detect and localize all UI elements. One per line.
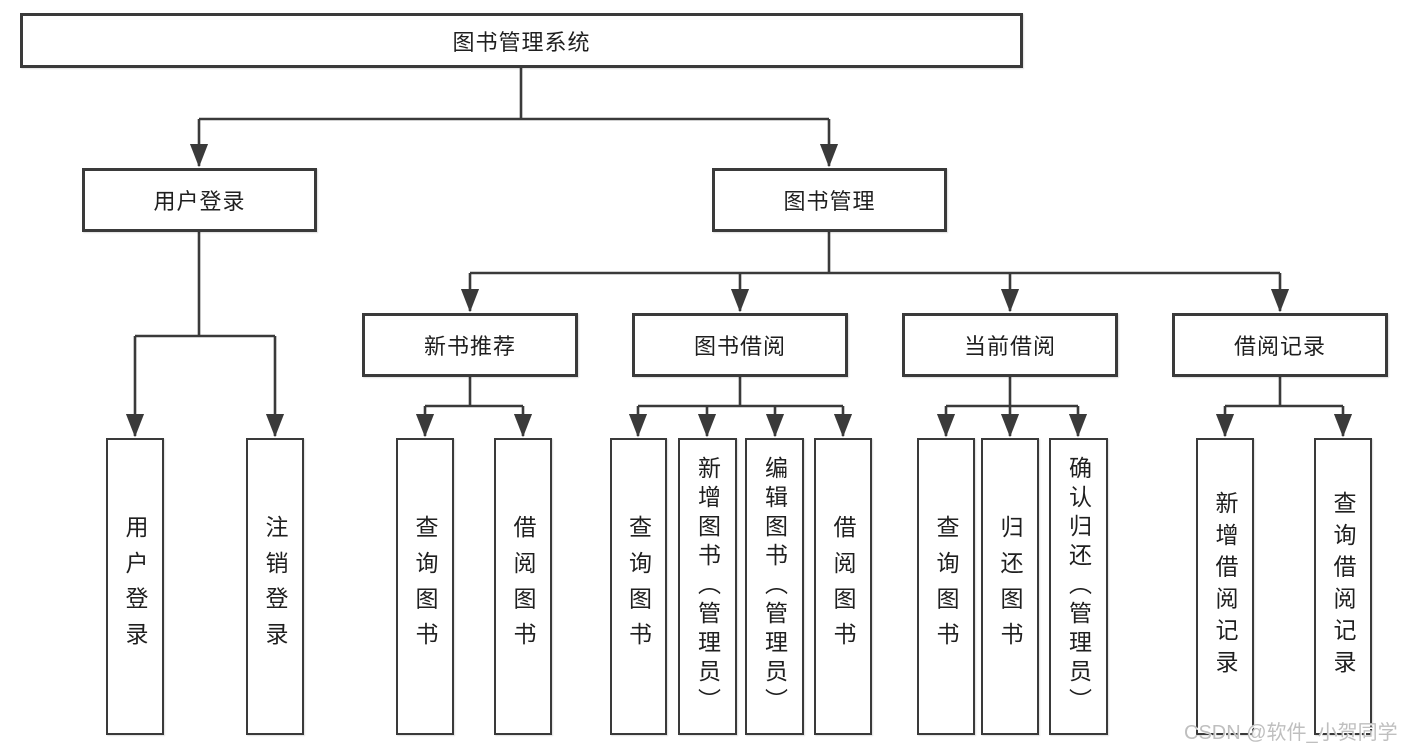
node-book-borrowing: 图书借阅 <box>632 313 848 377</box>
leaf-borrow-query-books: 查询图书 <box>610 438 667 735</box>
node-new-book-recommendation: 新书推荐 <box>362 313 578 377</box>
leaf-current-confirm-return-admin: 确认归还（管理员） <box>1049 438 1108 735</box>
leaf-newbook-borrow-books: 借阅图书 <box>494 438 552 735</box>
node-book-management: 图书管理 <box>712 168 947 232</box>
node-borrowing-records: 借阅记录 <box>1172 313 1388 377</box>
node-user-login: 用户登录 <box>82 168 317 232</box>
node-root: 图书管理系统 <box>20 13 1023 68</box>
leaf-logout-login: 注销登录 <box>246 438 304 735</box>
leaf-current-query-books: 查询图书 <box>917 438 975 735</box>
leaf-current-return-books: 归还图书 <box>981 438 1039 735</box>
node-current-borrowing: 当前借阅 <box>902 313 1118 377</box>
leaf-borrow-add-books-admin: 新增图书（管理员） <box>678 438 737 735</box>
leaf-user-login: 用户登录 <box>106 438 164 735</box>
leaf-borrow-edit-books-admin: 编辑图书（管理员） <box>745 438 804 735</box>
leaf-newbook-query-books: 查询图书 <box>396 438 454 735</box>
leaf-records-query-record: 查询借阅记录 <box>1314 438 1372 735</box>
leaf-borrow-borrow-books: 借阅图书 <box>814 438 872 735</box>
leaf-records-add-record: 新增借阅记录 <box>1196 438 1254 735</box>
watermark-text: CSDN @软件_小贺同学 <box>1184 722 1398 744</box>
